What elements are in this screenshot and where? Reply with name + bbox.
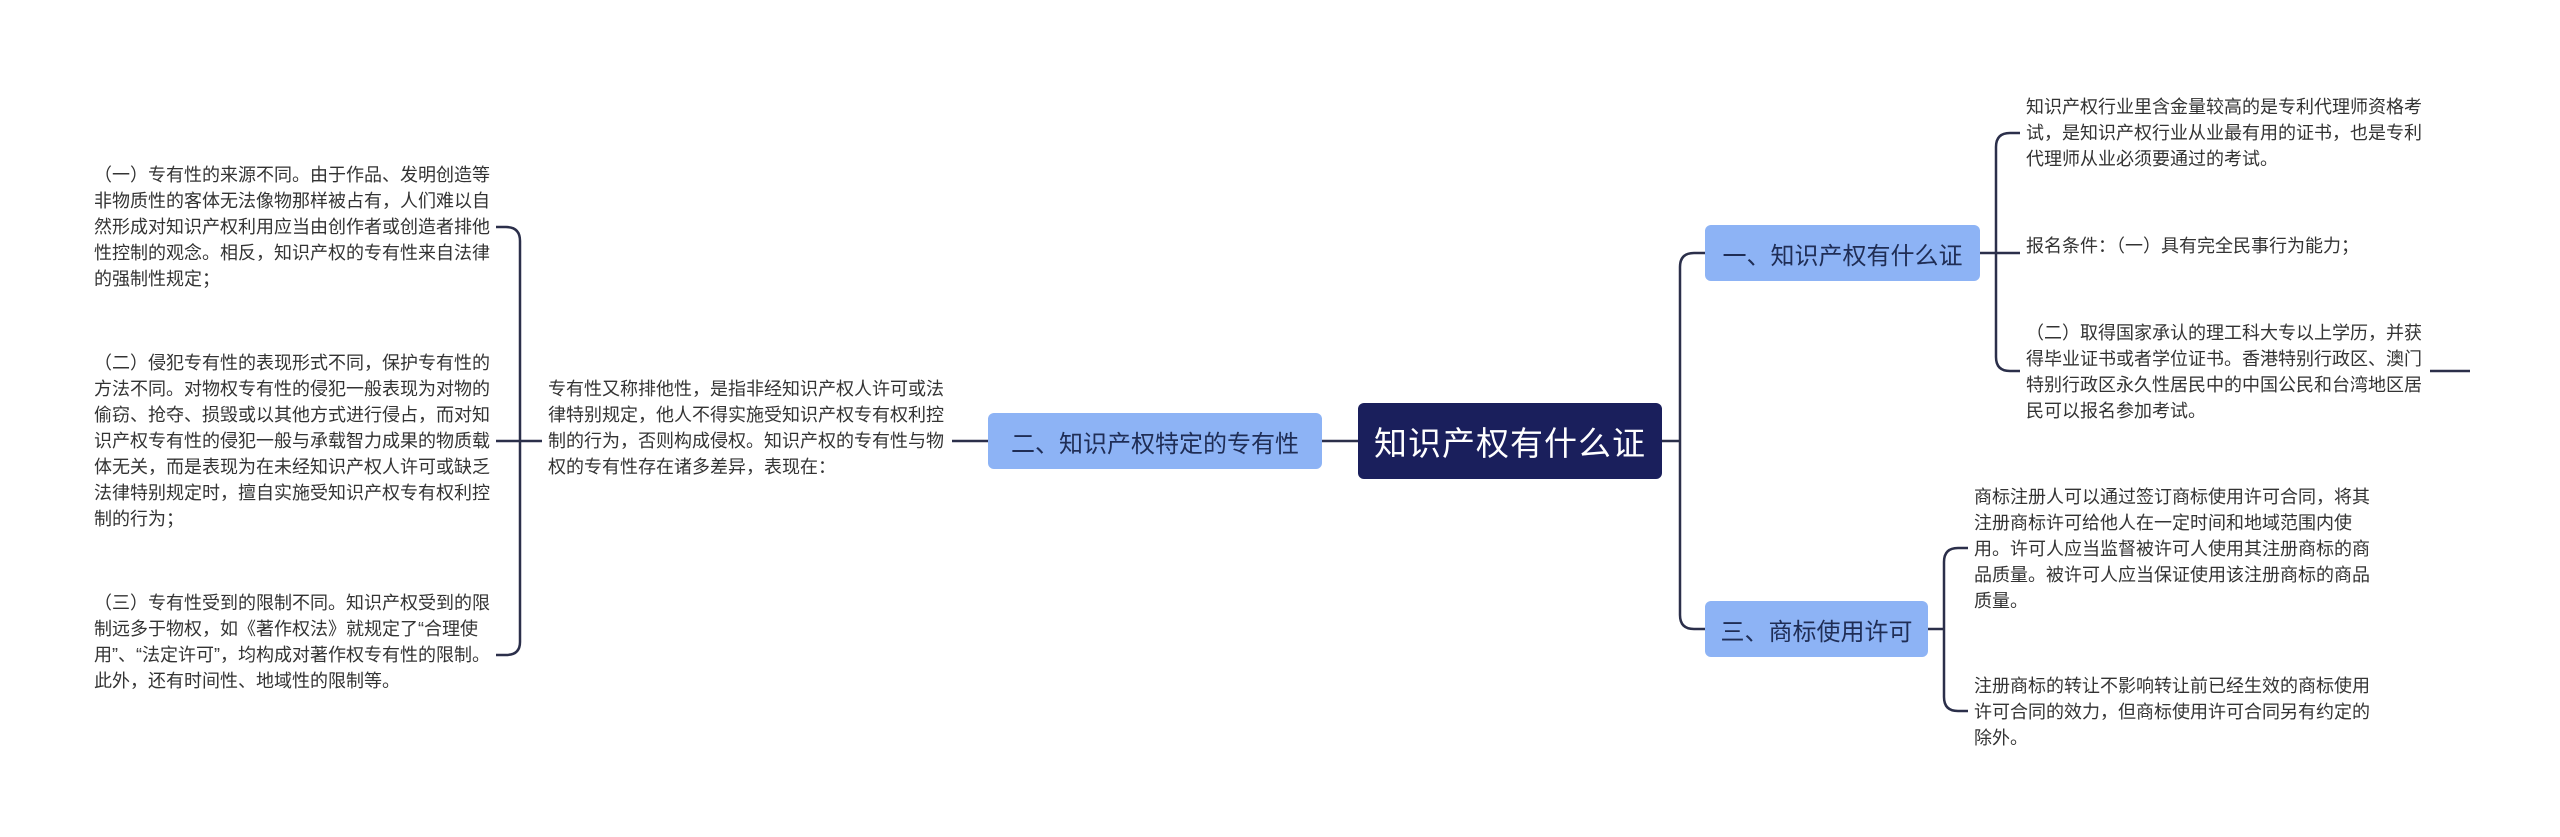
exclusivity-item-2: （二）侵犯专有性的表现形式不同，保护专有性的方法不同。对物权专有性的侵犯一般表现…	[94, 353, 490, 529]
certificate-item-2: 报名条件：（一）具有完全民事行为能力；	[2026, 236, 2359, 256]
certificate-item-3: （二）取得国家承认的理工科大专以上学历，并获得毕业证书或者学位证书。香港特别行政…	[2026, 323, 2422, 421]
link-rt-spine	[1980, 131, 2020, 373]
link-left-spine	[496, 225, 522, 657]
branch-trademark-license[interactable]: 三、商标使用许可	[1705, 601, 1928, 657]
root-topic[interactable]: 知识产权有什么证	[1358, 403, 1662, 479]
certificate-item-1: 知识产权行业里含金量较高的是专利代理师资格考试，是知识产权行业从业最有用的证书，…	[2026, 97, 2422, 169]
trademark-item-1: 商标注册人可以通过签订商标使用许可合同，将其注册商标许可给他人在一定时间和地域范…	[1974, 487, 2370, 611]
trademark-item-2: 注册商标的转让不影响转让前已经生效的商标使用许可合同的效力，但商标使用许可合同另…	[1974, 676, 2370, 748]
exclusivity-item-1: （一）专有性的来源不同。由于作品、发明创造等非物质性的客体无法像物那样被占有，人…	[94, 165, 490, 289]
link-rb-spine	[1928, 546, 1968, 713]
link-right-spine	[1678, 251, 1705, 631]
exclusivity-item-3: （三）专有性受到的限制不同。知识产权受到的限制远多于物权，如《著作权法》就规定了…	[94, 593, 490, 691]
branch-certificates[interactable]: 一、知识产权有什么证	[1705, 225, 1980, 281]
exclusivity-intro-text: 专有性又称排他性，是指非经知识产权人许可或法律特别规定，他人不得实施受知识产权专…	[548, 379, 944, 477]
branch-exclusivity[interactable]: 二、知识产权特定的专有性	[988, 413, 1322, 469]
